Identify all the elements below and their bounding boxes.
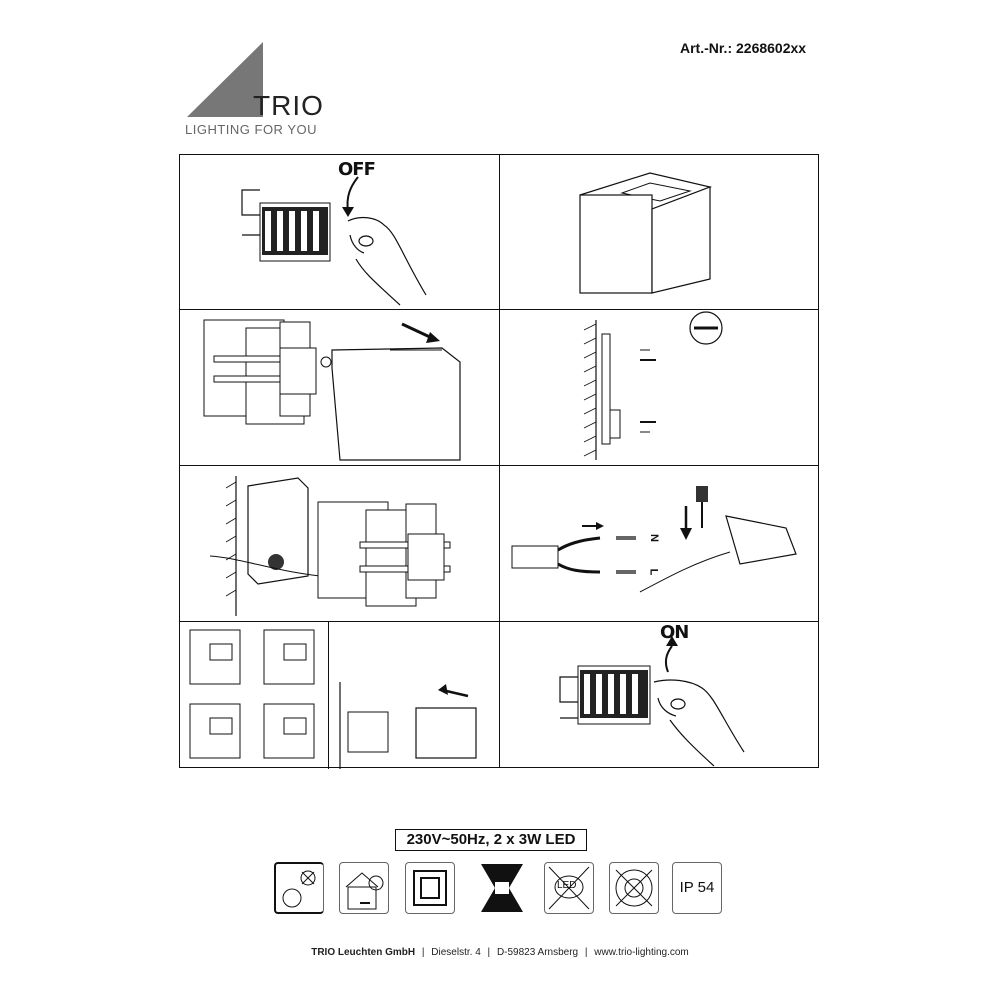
footer-address: TRIO Leuchten GmbH | Dieselstr. 4 | D-59…: [0, 947, 1000, 958]
led-text: LED: [557, 880, 577, 891]
logo-triangle: [187, 42, 263, 117]
grid-divider-row-1: [180, 309, 818, 311]
step-drill-wall: [500, 310, 820, 465]
step-connect-wires: N L: [500, 466, 820, 621]
adjust-reflector-illustration: [189, 629, 477, 769]
wiring-illustration: [511, 486, 797, 593]
instruction-grid: OFF: [179, 154, 820, 769]
off-label: OFF: [338, 159, 376, 180]
indoor-bulb-icon: [339, 862, 389, 914]
step-mount-base: [180, 466, 499, 621]
brand-logo: TRIO LIGHTING FOR YOU: [185, 40, 335, 140]
step-switch-on: ON: [500, 622, 820, 769]
not-dimmable-icon: [609, 862, 659, 914]
article-number: Art.-Nr.: 2268602xx: [680, 40, 807, 56]
step-remove-cover: [180, 310, 499, 465]
fuse-box-on-illustration: [559, 636, 745, 767]
step-adjust-and-close: [180, 622, 499, 769]
brand-name: TRIO: [253, 90, 324, 121]
wall-mounting-illustration: [583, 311, 723, 460]
grid-divider-row-2: [180, 465, 818, 467]
wire-label-n: N: [647, 534, 660, 542]
footer-street: Dieselstr. 4: [431, 947, 481, 958]
double-insulation-icon: [405, 862, 455, 914]
footer-website[interactable]: www.trio-lighting.com: [594, 947, 689, 958]
step-switch-off: OFF: [180, 155, 499, 309]
brand-tagline: LIGHTING FOR YOU: [185, 122, 317, 137]
protection-class-icon: [274, 862, 324, 914]
footer-sep: |: [584, 947, 588, 958]
grid-divider-row-3: [180, 621, 818, 623]
wall-lamp-cube-illustration: [579, 172, 713, 294]
led-not-replaceable-icon: LED: [544, 862, 594, 914]
footer-company: TRIO Leuchten GmbH: [311, 947, 416, 958]
step-product-view: [500, 155, 820, 309]
ip-rating-icon: IP 54: [672, 862, 722, 914]
fuse-box-off-illustration: [241, 176, 427, 306]
sub-divider: [328, 622, 330, 769]
electrical-spec: 230V~50Hz, 2 x 3W LED: [395, 829, 587, 851]
footer-sep: |: [487, 947, 491, 958]
up-down-light-icon: [477, 862, 527, 914]
grid-divider-vertical: [499, 155, 501, 767]
remove-cover-illustration: [203, 319, 461, 461]
on-label: ON: [660, 622, 689, 643]
mount-base-illustration: [209, 476, 451, 616]
footer-city: D-59823 Arnsberg: [496, 947, 579, 958]
footer-sep: |: [421, 947, 425, 958]
wire-label-l: L: [647, 568, 660, 576]
